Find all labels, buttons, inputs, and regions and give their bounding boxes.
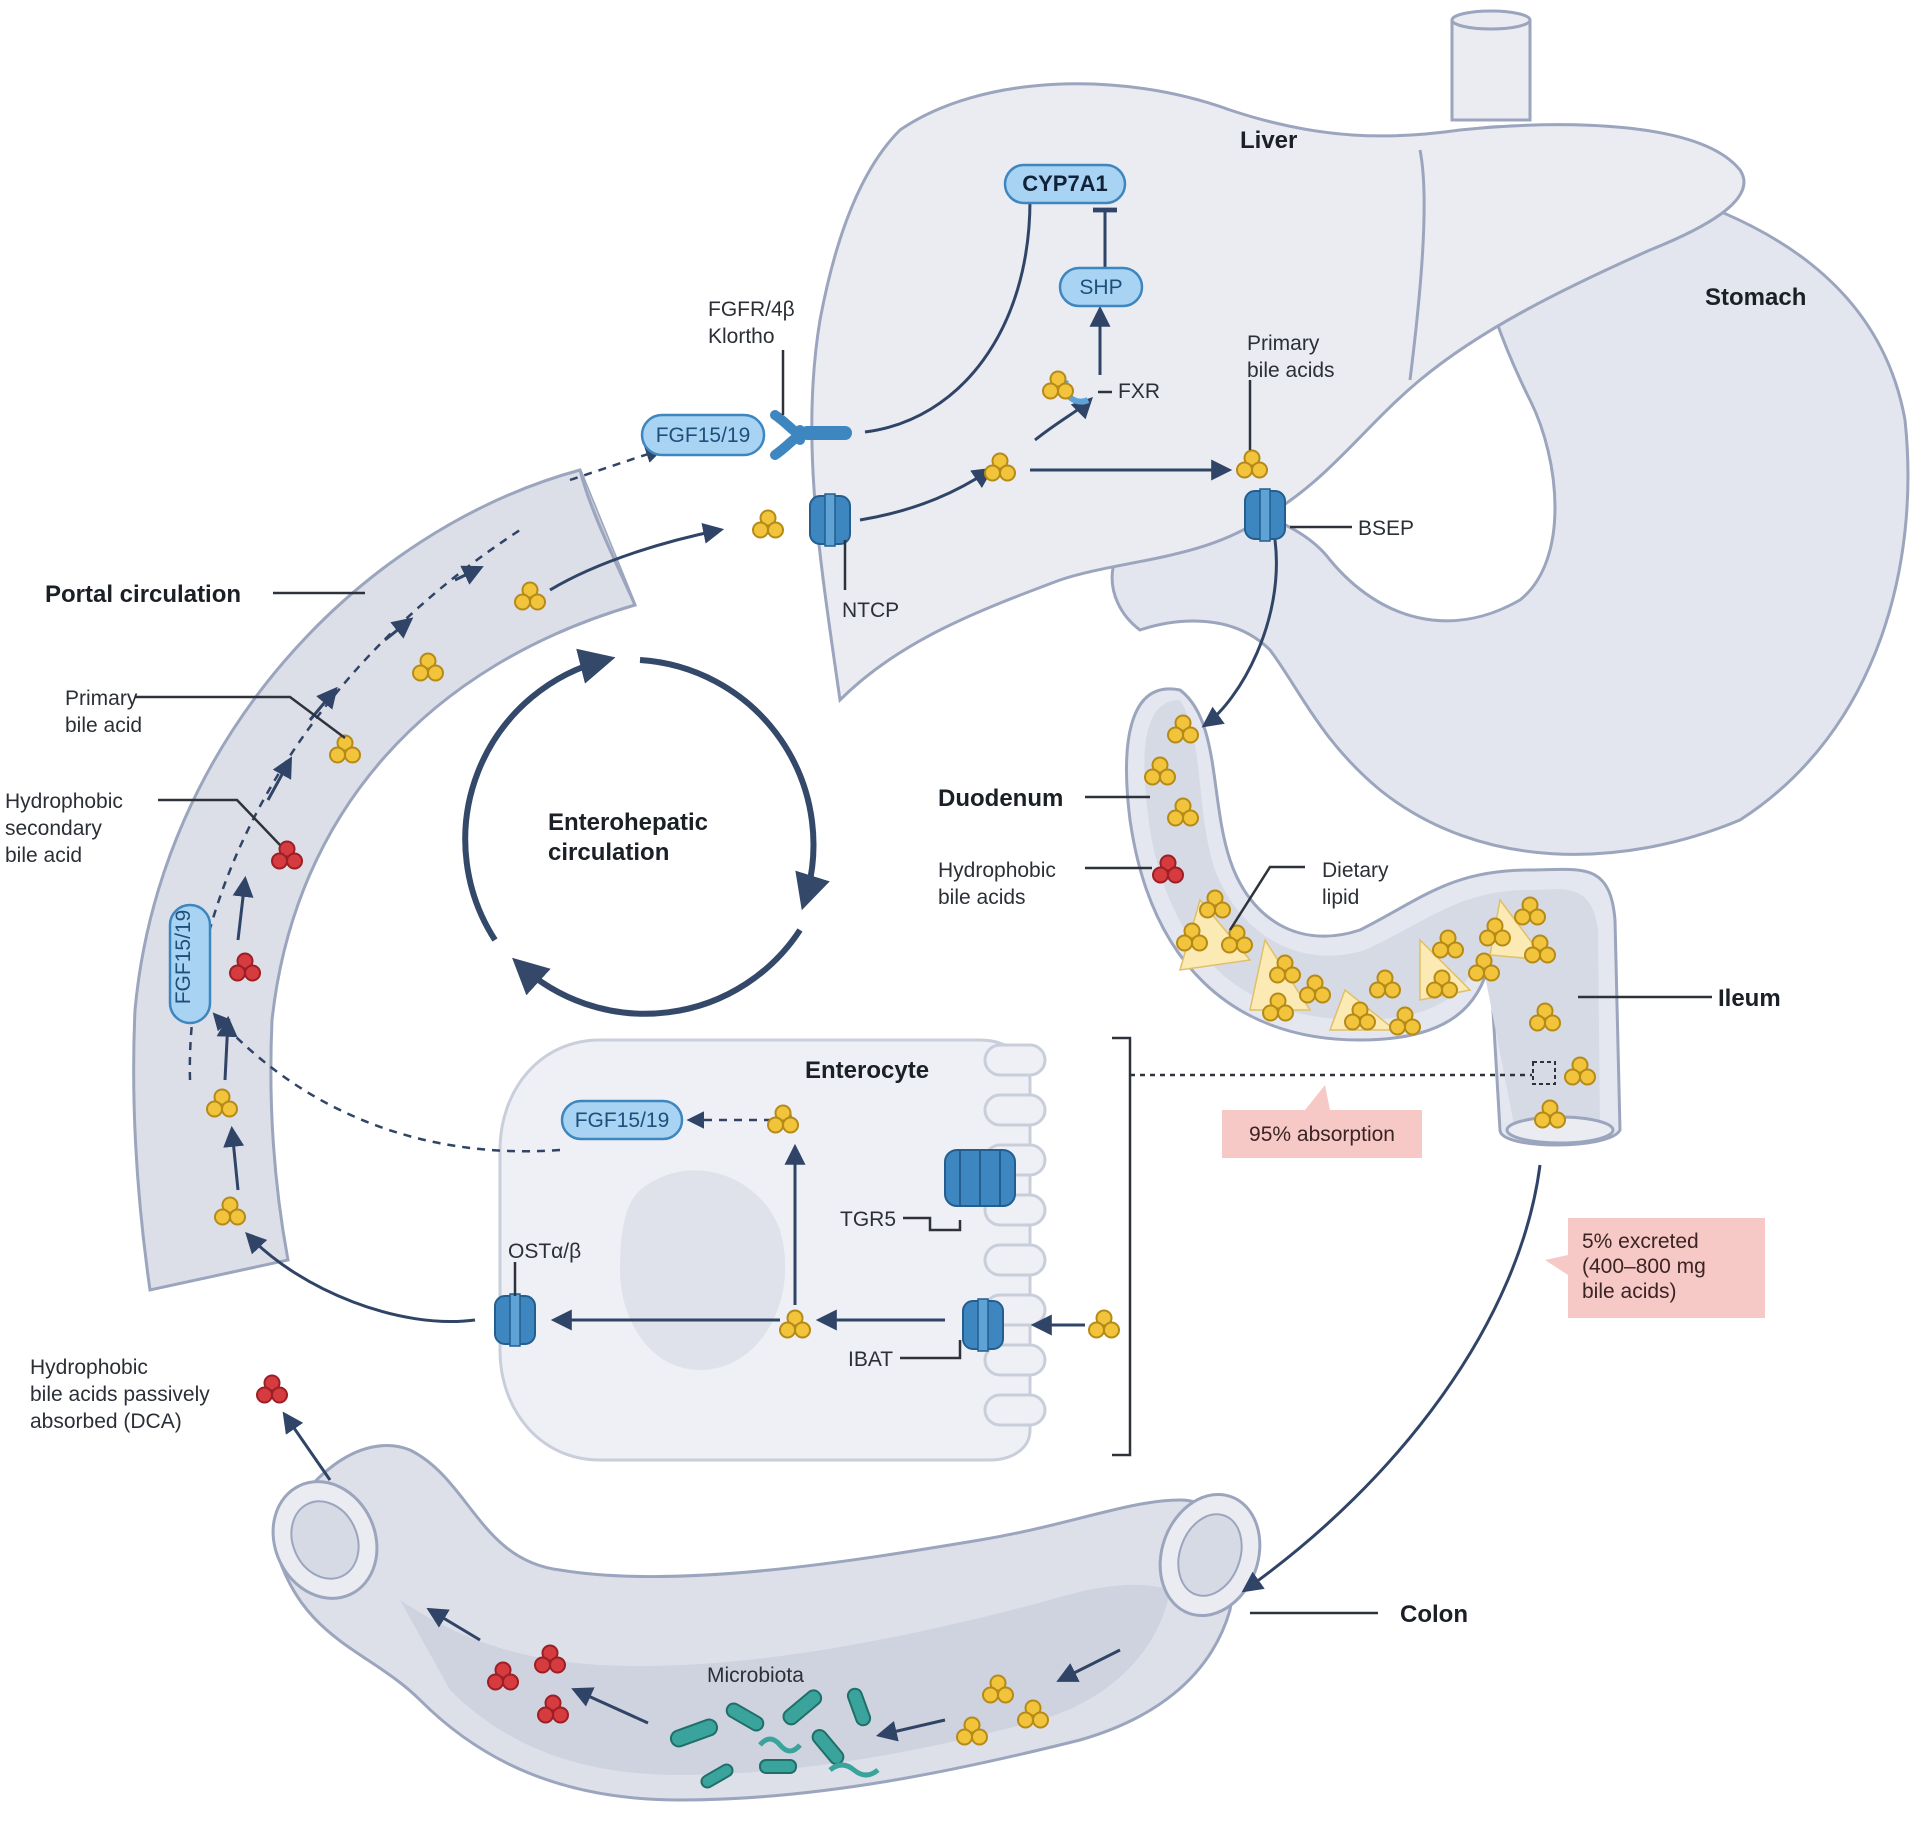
passive-absorption-label-line2: bile acids passively (30, 1383, 210, 1406)
ost-label: OSTα/β (508, 1240, 581, 1263)
svg-text:bile acids): bile acids) (1582, 1280, 1677, 1303)
cyp7a1-badge: CYP7A1 (1003, 163, 1127, 205)
primary-bile-acid-label-line1: Primary (65, 687, 138, 710)
primary-bile-acids-label-line2: bile acids (1247, 359, 1335, 382)
hydrophobic-secondary-label-line1: Hydrophobic (5, 790, 123, 813)
fgf15-19-liver-badge: FGF15/19 (640, 413, 766, 457)
ibat-label: IBAT (848, 1348, 893, 1371)
hydrophobic-ba-label-line2: bile acids (938, 886, 1026, 909)
passive-absorption-label-line1: Hydrophobic (30, 1356, 148, 1379)
svg-text:FGF15/19: FGF15/19 (172, 910, 195, 1005)
bsep-transporter (1244, 488, 1286, 542)
fgfr-klotho-receptor (770, 410, 852, 460)
passive-absorption-label-line3: absorbed (DCA) (30, 1410, 182, 1433)
nucleus (620, 1170, 786, 1370)
fgfr-label-line2: Klortho (708, 325, 775, 348)
ibat-transporter (962, 1298, 1004, 1352)
portal-vein (132, 468, 638, 1292)
excreted-note: 5% excreted (400–800 mg bile acids) (1545, 1218, 1765, 1318)
fxr-label: FXR (1118, 380, 1160, 403)
ost-transporter (494, 1293, 536, 1347)
ntcp-label: NTCP (842, 599, 899, 622)
dietary-lipid-label-line1: Dietary (1322, 859, 1389, 882)
primary-bile-acids-label-line1: Primary (1247, 332, 1320, 355)
enterocyte-label: Enterocyte (805, 1057, 929, 1084)
hydrophobic-secondary-label-line3: bile acid (5, 844, 82, 867)
svg-text:FGF15/19: FGF15/19 (575, 1109, 670, 1132)
ntcp-transporter (809, 493, 851, 547)
liver (810, 82, 1746, 704)
hydrophobic-secondary-label-line2: secondary (5, 817, 102, 840)
enterohepatic-cycle-arrows (462, 648, 830, 1017)
svg-text:(400–800 mg: (400–800 mg (1582, 1255, 1706, 1278)
esophagus (1450, 20, 1532, 122)
microbiota-label: Microbiota (707, 1664, 804, 1687)
fgf15-19-enterocyte-badge: FGF15/19 (560, 1099, 684, 1141)
fgfr-label-line1: FGFR/4β (708, 298, 795, 321)
tgr5-label: TGR5 (840, 1208, 896, 1231)
absorption-note: 95% absorption (1222, 1085, 1422, 1158)
tgr5-receptor (944, 1149, 1016, 1207)
shp-badge: SHP (1058, 266, 1144, 308)
svg-text:CYP7A1: CYP7A1 (1022, 171, 1108, 196)
enterohepatic-label-line1: Enterohepatic (548, 809, 708, 836)
primary-bile-acid-label-line2: bile acid (65, 714, 142, 737)
enterohepatic-label-line2: circulation (548, 839, 669, 866)
svg-text:SHP: SHP (1079, 276, 1122, 299)
bsep-label: BSEP (1358, 517, 1414, 540)
portal-circulation-label: Portal circulation (45, 581, 241, 608)
duodenum-label: Duodenum (938, 785, 1063, 812)
hydrophobic-ba-label-line1: Hydrophobic (938, 859, 1056, 882)
svg-text:5% excreted: 5% excreted (1582, 1230, 1699, 1253)
fgf15-19-vessel-badge: FGF15/19 (168, 903, 212, 1025)
svg-text:FGF15/19: FGF15/19 (656, 424, 751, 447)
stomach-label: Stomach (1705, 284, 1806, 311)
liver-label: Liver (1240, 127, 1297, 154)
microbiota-cluster (669, 1687, 880, 1789)
svg-text:95% absorption: 95% absorption (1249, 1123, 1395, 1146)
ileum-label: Ileum (1718, 985, 1781, 1012)
colon-label: Colon (1400, 1601, 1468, 1628)
stomach (1110, 125, 1910, 856)
dietary-lipid-label-line2: lipid (1322, 886, 1359, 909)
